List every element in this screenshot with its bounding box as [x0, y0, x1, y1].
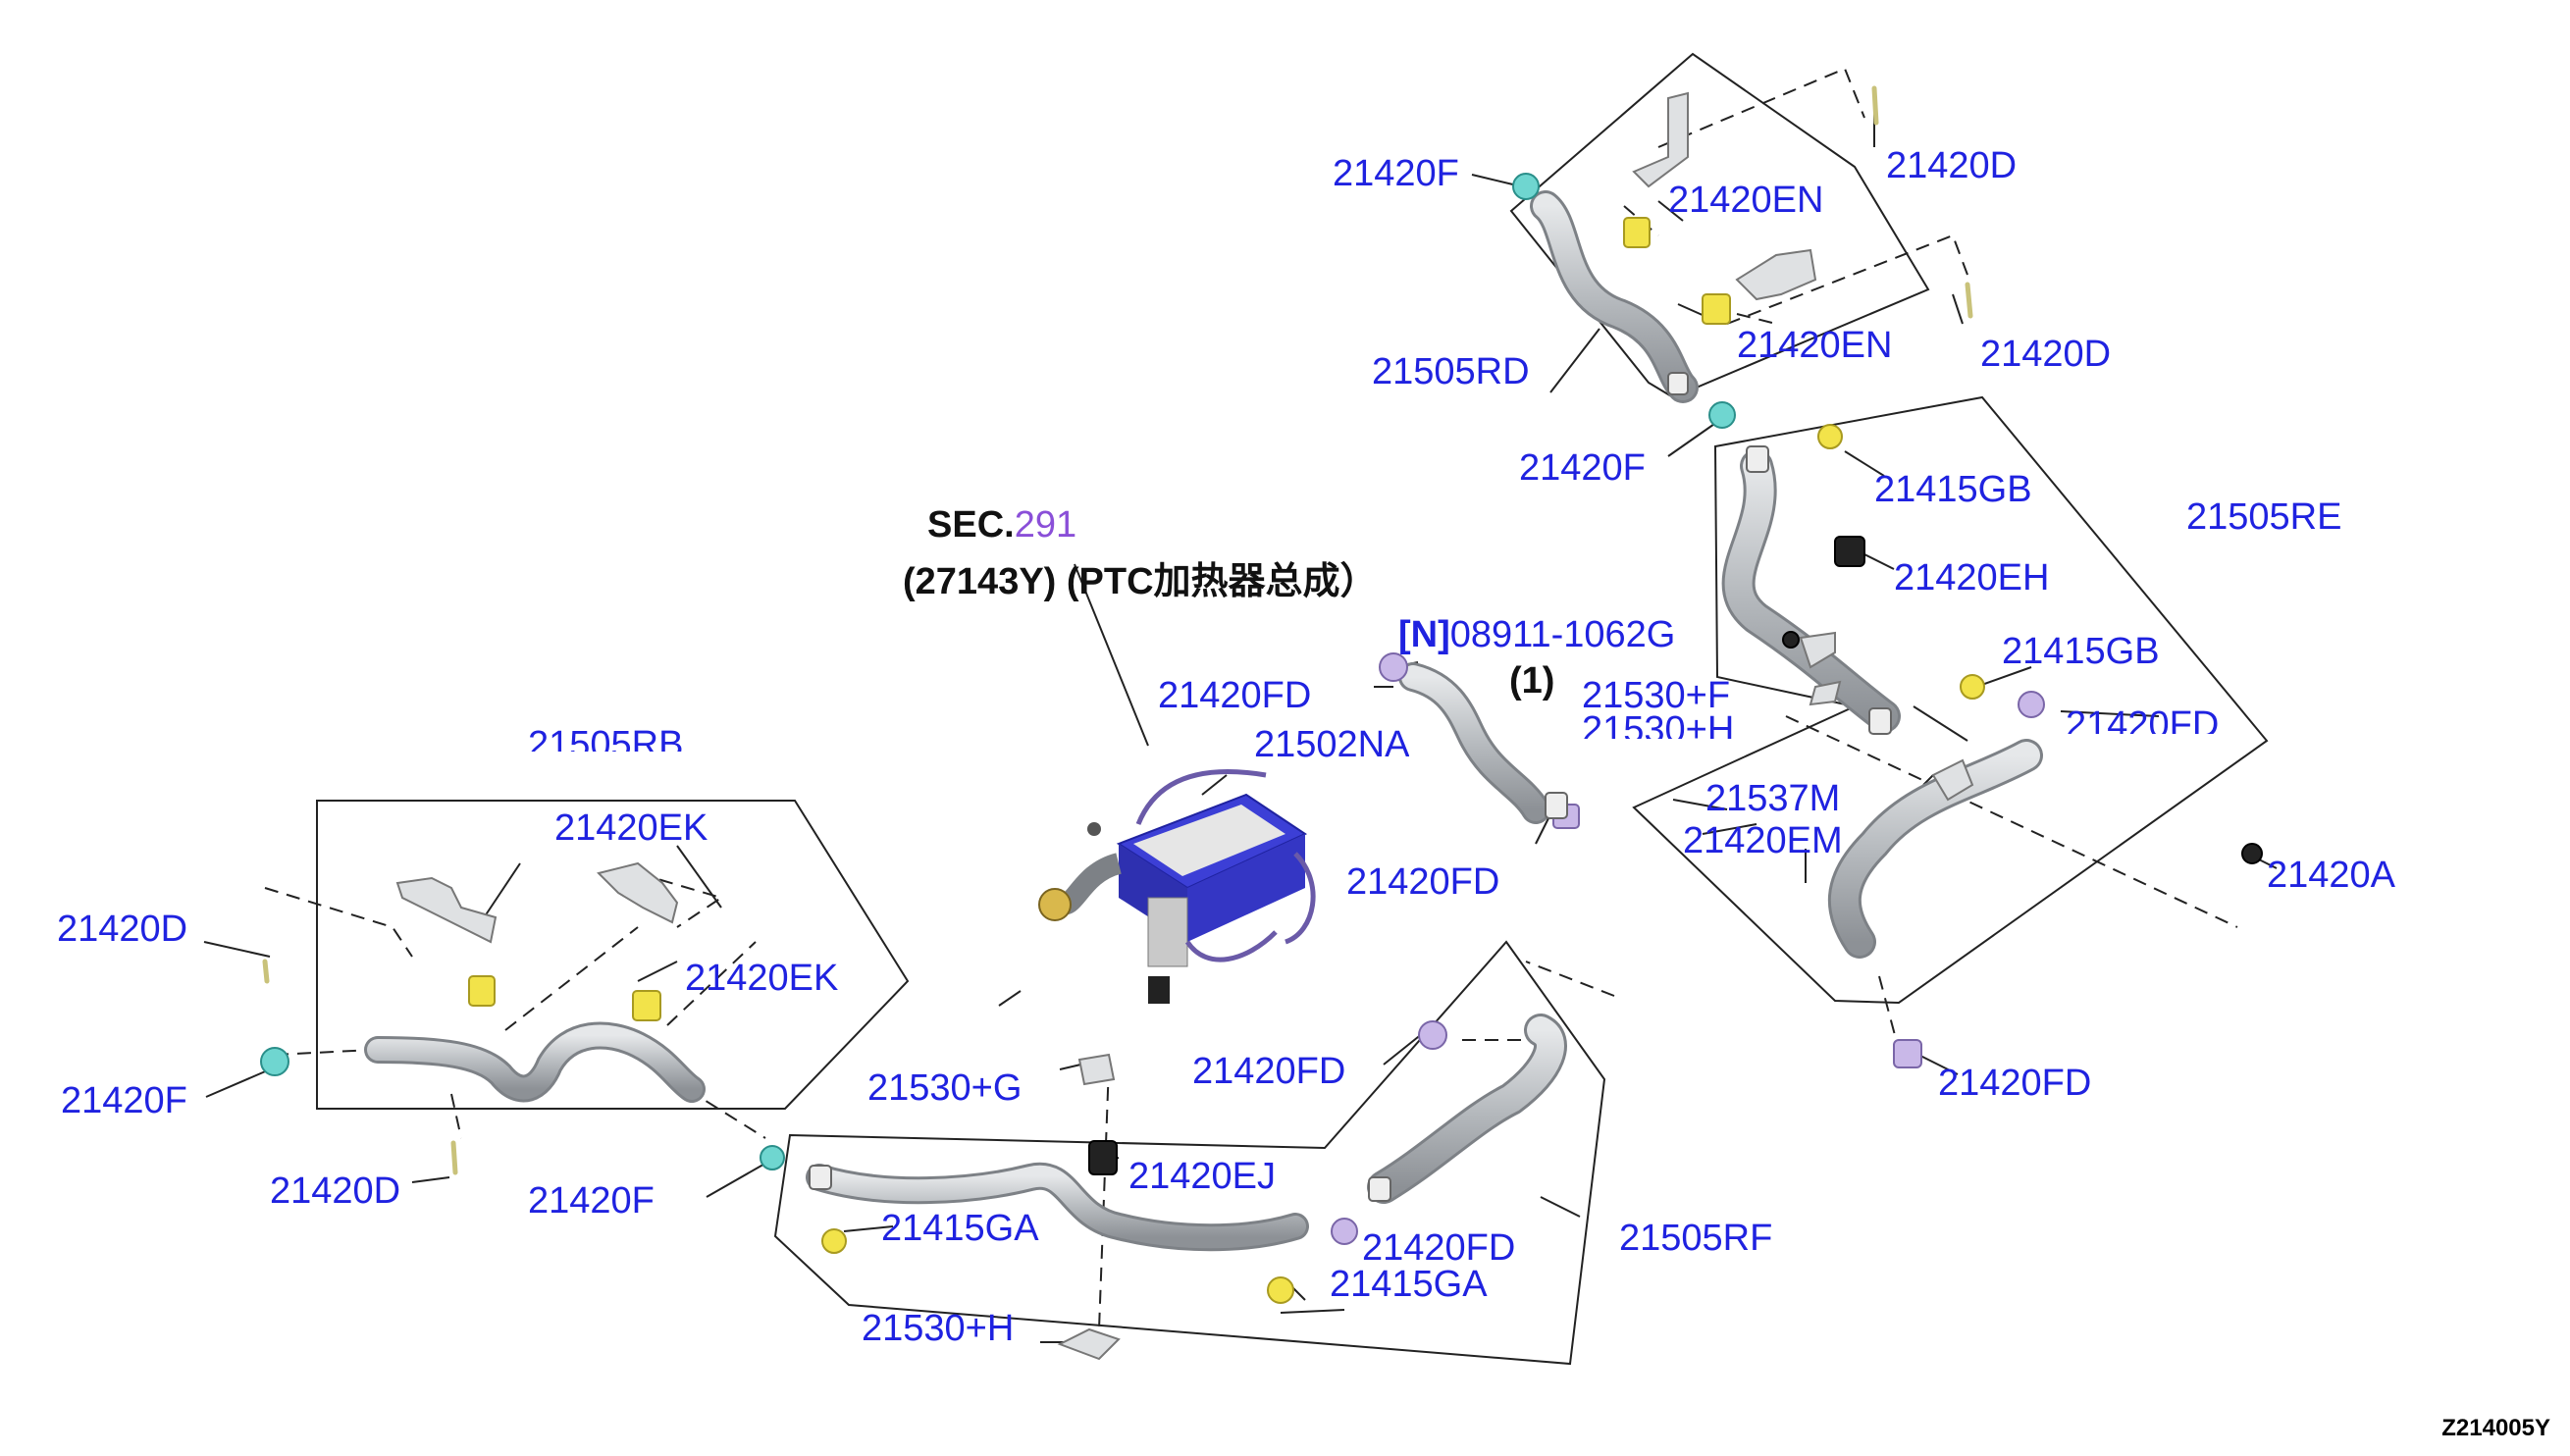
bracket-530h	[1809, 680, 1842, 706]
clip-21415ga-2	[1267, 1276, 1294, 1304]
new-part-marker: [N]	[1398, 614, 1450, 655]
label-21420en-1[interactable]: 21420EN	[1668, 180, 1824, 221]
sec-text: SEC.	[927, 504, 1015, 546]
label-21420fd-c[interactable]: 21420FD	[1938, 1063, 2092, 1104]
label-21505rf[interactable]: 21505RF	[1619, 1218, 1773, 1259]
pin-21420d-top1	[1871, 85, 1879, 126]
clamp-21420f-left	[260, 1047, 289, 1076]
bracket-530g	[1077, 1053, 1116, 1086]
label-08911-part-number: 08911-1062G	[1449, 614, 1676, 655]
label-21420d-left[interactable]: 21420D	[57, 909, 188, 950]
sec-reference[interactable]: SEC.291	[927, 506, 1076, 544]
assembly-outlines	[316, 52, 2269, 1366]
clamp-21420f-top	[1512, 173, 1540, 200]
clip-21420en-1	[1623, 217, 1651, 248]
label-21420fd-e[interactable]: 21420FD	[1362, 1227, 1516, 1269]
label-21502na[interactable]: 21502NA	[1254, 726, 1410, 757]
bolt-21420a	[2241, 843, 2263, 864]
label-21420f-top[interactable]: 21420F	[1333, 153, 1459, 194]
clip-21415gb-2	[1960, 674, 1985, 700]
bracket-rb-1	[395, 876, 498, 944]
clip-21420ej	[1088, 1140, 1118, 1175]
label-21530f[interactable]: 21530+F	[1582, 675, 1731, 716]
label-21530h-partial[interactable]: 21530+H	[1582, 711, 1735, 739]
yellow-clips	[468, 217, 1985, 1304]
cyan-clamps	[260, 173, 1736, 1170]
clamp-21420fd-c	[1893, 1039, 1922, 1068]
label-21420ek-2[interactable]: 21420EK	[685, 958, 839, 999]
bracket-top-1	[1632, 91, 1689, 188]
label-21505rd[interactable]: 21505RD	[1372, 351, 1530, 392]
clamp-21420f-mid	[1708, 401, 1736, 429]
label-21420d-top2[interactable]: 21420D	[1980, 334, 2112, 375]
ptc-heater-assembly	[1038, 769, 1316, 1004]
label-21530h[interactable]: 21530+H	[862, 1308, 1015, 1349]
label-21537m[interactable]: 21537M	[1705, 778, 1841, 819]
label-21420em[interactable]: 21420EM	[1683, 820, 1843, 861]
label-21505rb[interactable]: 21505RB	[528, 726, 684, 752]
label-21420ek-1[interactable]: 21420EK	[554, 807, 708, 849]
pin-21420d-top2	[1965, 282, 1973, 319]
bracket-top-2	[1735, 248, 1817, 301]
clip-21420eh	[1834, 536, 1865, 567]
hoses	[364, 190, 2043, 1252]
bracket-537m	[1931, 758, 1974, 802]
clip-21420ek-2	[632, 990, 661, 1021]
label-21415gb-2[interactable]: 21415GB	[2002, 631, 2160, 672]
clip-21415ga-1	[821, 1228, 847, 1254]
bracket-530f	[1799, 631, 1836, 669]
label-21530g[interactable]: 21530+G	[867, 1067, 1023, 1109]
outline-21505rd	[1509, 52, 1930, 399]
label-21415ga-2[interactable]: 21415GA	[1330, 1264, 1488, 1305]
clamp-21420fd-a	[1379, 652, 1408, 682]
label-21420fd-d[interactable]: 21420FD	[1192, 1051, 1346, 1092]
clamp-21420fd-d	[1418, 1020, 1447, 1050]
label-21420fd-partial[interactable]: 21420FD	[2066, 706, 2220, 734]
outline-21505re	[1632, 395, 2269, 1005]
label-21415gb-1[interactable]: 21415GB	[1874, 469, 2032, 510]
black-clips	[1088, 536, 2263, 1175]
quantity-label: (1)	[1509, 660, 1555, 702]
label-21415ga-1[interactable]: 21415GA	[881, 1208, 1039, 1249]
label-21420f-left[interactable]: 21420F	[61, 1080, 187, 1121]
clamp-21420fd-e	[1331, 1218, 1358, 1245]
clip-21420ek-1	[468, 975, 496, 1007]
diagram-code: Z214005Y	[2441, 1415, 2550, 1441]
bolt-08911	[1782, 631, 1800, 649]
label-21505re[interactable]: 21505RE	[2186, 496, 2342, 538]
label-21420f-bottom[interactable]: 21420F	[528, 1180, 655, 1222]
label-08911-1062g[interactable]: [N]08911-1062G	[1398, 616, 1675, 653]
label-21420d-top1[interactable]: 21420D	[1886, 145, 2018, 186]
clip-21415gb-1	[1817, 424, 1843, 449]
label-21420eh[interactable]: 21420EH	[1894, 557, 2050, 598]
label-21420ej[interactable]: 21420EJ	[1128, 1156, 1277, 1197]
pin-21420d-left	[262, 959, 270, 984]
ptc-heater-reference: (27143Y) (PTC加热器总成）	[903, 561, 1378, 602]
clip-21420en-2	[1702, 293, 1731, 325]
hose-fittings	[809, 372, 1892, 1202]
label-21420f-mid[interactable]: 21420F	[1519, 447, 1646, 489]
bracket-530h-bottom	[1057, 1327, 1121, 1361]
clamp-21420f-bottom	[760, 1145, 785, 1170]
label-21420fd-a[interactable]: 21420FD	[1158, 675, 1312, 716]
bracket-rb-2	[597, 861, 679, 924]
brackets	[395, 91, 1974, 1361]
pin-21420d-bottom	[450, 1140, 458, 1175]
outline-21505rf	[773, 940, 1606, 1366]
label-21420d-bottom[interactable]: 21420D	[270, 1170, 401, 1212]
sec-number: 291	[1014, 504, 1077, 546]
pins	[262, 85, 1973, 1175]
outline-21505rb	[316, 800, 910, 1110]
label-21420en-2[interactable]: 21420EN	[1737, 325, 1893, 366]
clamp-21420fd-partial	[2018, 691, 2045, 718]
label-21420fd-b[interactable]: 21420FD	[1346, 861, 1500, 903]
label-21420a[interactable]: 21420A	[2267, 855, 2396, 896]
